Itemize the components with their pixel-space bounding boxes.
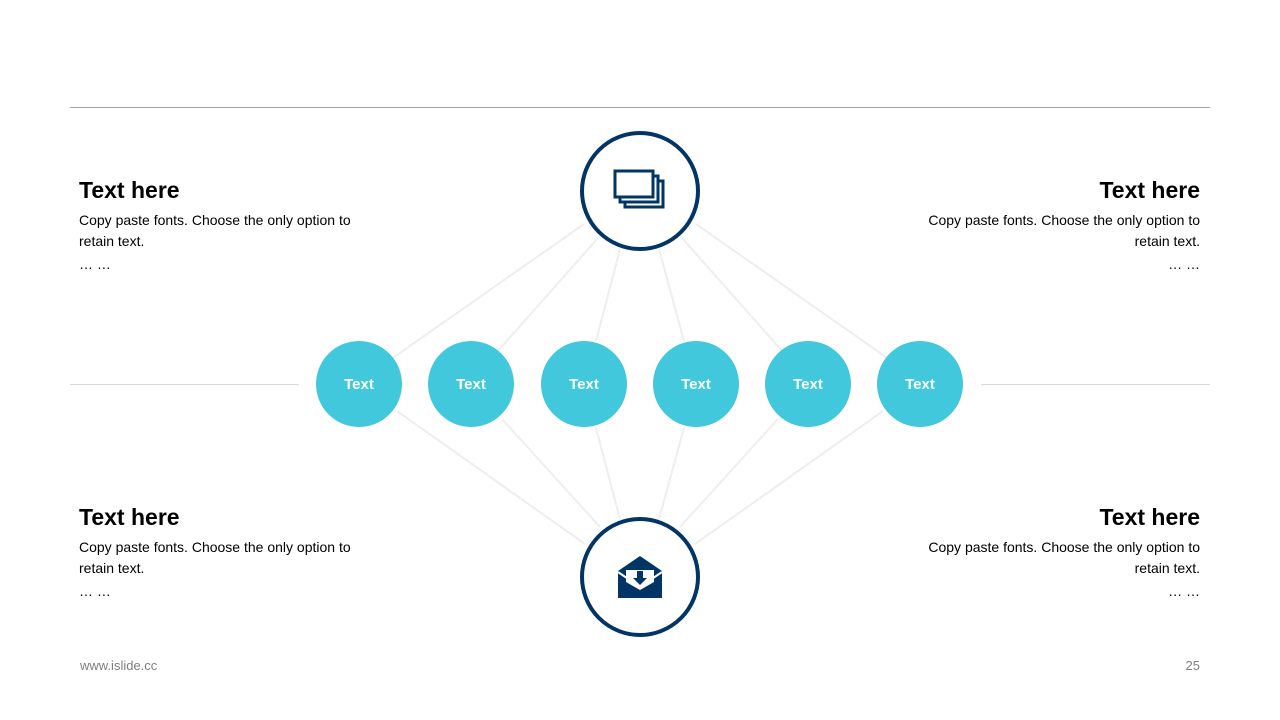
- block-ellipsis: … …: [1168, 256, 1200, 272]
- node-1: Text: [316, 341, 402, 427]
- stacked-windows-icon: [613, 169, 665, 209]
- right-axis-line: [981, 384, 1210, 385]
- top-divider: [70, 107, 1210, 108]
- text-block-top-right: Text here Copy paste fonts. Choose the o…: [900, 176, 1200, 274]
- connector-bottom-2: [501, 418, 601, 528]
- connector-top-3: [595, 248, 621, 342]
- block-title: Text here: [79, 504, 180, 530]
- connector-bottom-3: [595, 427, 621, 520]
- block-title: Text here: [1099, 504, 1200, 530]
- connector-top-5: [681, 237, 784, 353]
- bottom-hub: [580, 517, 700, 637]
- text-block-top-left: Text here Copy paste fonts. Choose the o…: [79, 176, 379, 274]
- node-6: Text: [877, 341, 963, 427]
- text-block-bottom-right: Text here Copy paste fonts. Choose the o…: [900, 503, 1200, 601]
- block-title: Text here: [79, 177, 180, 203]
- connector-bottom-4: [658, 427, 685, 520]
- node-2: Text: [428, 341, 514, 427]
- connector-top-4: [658, 248, 685, 342]
- footer-website: www.islide.cc: [80, 658, 158, 673]
- connector-bottom-6: [694, 410, 884, 545]
- block-ellipsis: … …: [1168, 583, 1200, 599]
- connector-top-1: [389, 223, 585, 361]
- node-5: Text: [765, 341, 851, 427]
- block-body: Copy paste fonts. Choose the only option…: [928, 212, 1200, 249]
- connector-bottom-1: [396, 410, 586, 545]
- footer-page-number: 25: [1185, 658, 1200, 673]
- block-body: Copy paste fonts. Choose the only option…: [79, 212, 351, 249]
- connector-bottom-5: [679, 418, 779, 528]
- top-hub: [580, 131, 700, 251]
- block-body: Copy paste fonts. Choose the only option…: [79, 539, 351, 576]
- block-ellipsis: … …: [79, 583, 111, 599]
- block-body: Copy paste fonts. Choose the only option…: [928, 539, 1200, 576]
- text-block-bottom-left: Text here Copy paste fonts. Choose the o…: [79, 503, 379, 601]
- block-title: Text here: [1099, 177, 1200, 203]
- node-4: Text: [653, 341, 739, 427]
- block-ellipsis: … …: [79, 256, 111, 272]
- envelope-download-icon: [617, 556, 663, 598]
- node-3: Text: [541, 341, 627, 427]
- connector-top-6: [695, 223, 891, 361]
- left-axis-line: [70, 384, 299, 385]
- connector-top-2: [496, 237, 599, 353]
